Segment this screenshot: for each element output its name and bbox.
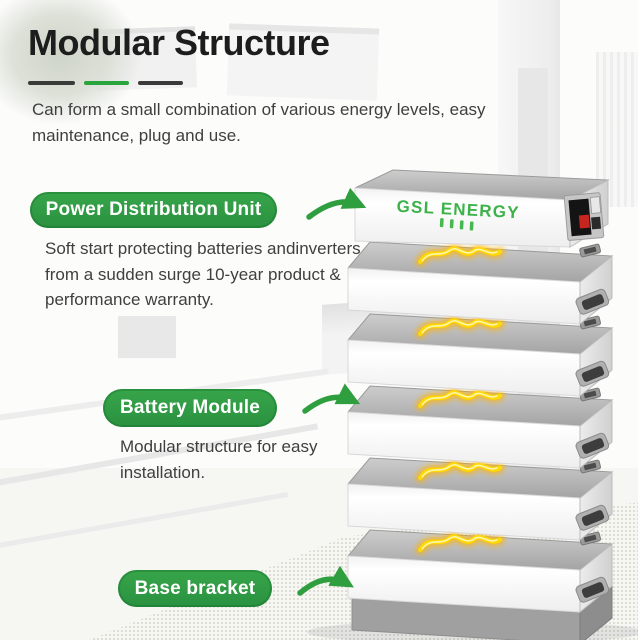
battery-module-2 (348, 314, 612, 396)
title-divider-segment (138, 81, 183, 85)
power-distribution-unit-part: GSL ENERGY (354, 169, 610, 248)
label-pill-battery-module: Battery Module (103, 389, 277, 427)
arrow-to-pdu-icon (306, 187, 367, 220)
battery-module-description: Modular structure for easy installation. (120, 437, 318, 482)
intro-paragraph: Can form a small combination of various … (32, 100, 486, 146)
title-divider-segment (28, 81, 75, 85)
label-pill-power-distribution-unit: Power Distribution Unit (30, 192, 277, 228)
pill-label: Base bracket (134, 577, 256, 599)
pdu-description: Soft start protecting batteries andinver… (45, 239, 361, 309)
arrow-to-base-bracket-icon (297, 565, 354, 596)
pill-label: Power Distribution Unit (45, 199, 262, 220)
label-pill-base-bracket: Base bracket (118, 570, 272, 607)
pill-label: Battery Module (119, 397, 261, 418)
circuit-breaker-icon (563, 192, 605, 241)
status-ticks-icon (439, 218, 474, 231)
page-title: Modular Structure (28, 22, 330, 63)
title-divider-segment-green (84, 81, 129, 85)
battery-module-3 (348, 386, 612, 468)
battery-module-4 (348, 458, 612, 540)
battery-module-5 (348, 530, 612, 612)
arrow-to-battery-module-icon (302, 383, 361, 414)
